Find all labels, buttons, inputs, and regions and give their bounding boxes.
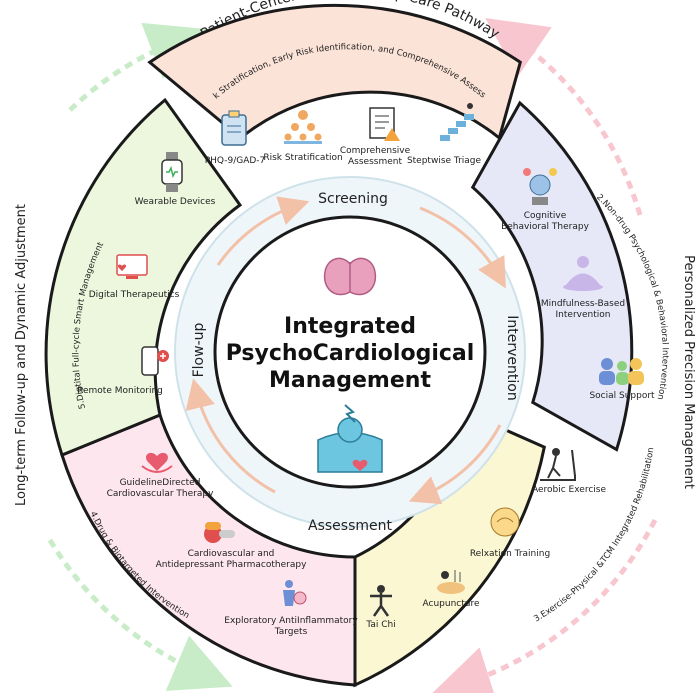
relaxation-head-icon [490,507,520,537]
item-intervention: Intervention [556,310,611,320]
item-cv-and: Cardiovascular and [188,549,275,559]
step-assessment: Assessment [308,518,392,534]
item-exploratory-antiinflammatory: Exploratory AntiInflammatory [224,616,358,626]
item-tai-chi: Tai Chi [365,620,395,630]
item-digital-therapeutics: Digital Therapeutics [89,290,180,300]
item-acupuncture: Acupuncture [423,599,480,609]
brain-gears-icon [523,168,557,205]
center-title-line-2: PsychoCardiological [226,341,475,366]
item-social-support: Social Support [589,391,655,401]
sector-5-digital-management [44,97,243,458]
item-antidepressant-pharmacotherapy: Antidepressant Pharmacotherapy [156,560,308,570]
people-icon [599,358,644,385]
item-remote-monitoring: Remote Monitoring [77,386,163,396]
monitor-icon [116,254,148,279]
pills-icon [204,522,235,543]
sector-1-risk-stratification [147,3,523,141]
item-cognitive: Cognitive [524,211,567,221]
center-title-line-3: Management [269,368,431,393]
checklist-warning-icon [369,107,400,141]
smartwatch-icon [161,152,183,192]
center-disc [213,215,487,489]
sector-2-non-drug-intervention [470,100,634,452]
item-aerobic-exercise: Aerobic Exercise [532,485,606,495]
item-comprehensive: Comprehensive [340,146,411,156]
item-steptwise-triage: Steptwise Triage [407,156,482,166]
item-wearable-devices: Wearable Devices [135,197,216,207]
treadmill-icon [540,448,576,481]
item-risk-stratification: Risk Stratification [263,153,342,163]
step-screening: Screening [318,191,388,207]
tai-chi-icon [370,585,392,617]
item-relaxation-training: Relxation Training [470,549,550,559]
clipboard-icon [221,110,247,146]
item-phq9-gad7: PHQ-9/GAD-7 [205,156,266,166]
inflammation-icon [283,580,307,606]
sector-4-drug-intervention [60,413,357,687]
outer-label-right: Personalized Precision Management [681,255,696,489]
step-intervention: Intervention [504,315,520,400]
outer-loop-arrows [47,17,658,693]
acupuncture-icon [437,570,465,594]
heart-hands-icon [141,452,173,473]
step-follow-up: Flow-up [191,323,207,378]
stressed-person-icon [317,404,383,473]
center-title-line-1: Integrated [284,314,416,339]
brain-heart-icon [323,257,377,296]
item-cardiovascular-therapy: Cardiovascular Therapy [107,489,214,499]
item-behavioral-therapy: Behavioral Therapy [501,222,590,232]
item-assessment: Assessment [348,157,402,167]
stairs-icon [440,103,474,141]
outer-label-left: Long-term Follow-up and Dynamic Adjustme… [14,204,29,506]
item-mindfulness: Mindfulness-Based [541,299,625,309]
hierarchy-icon [284,110,322,144]
item-guideline-directed: GuidelineDirected [120,478,201,488]
cycle-arrows [185,196,506,505]
phone-icon [141,346,169,376]
meditation-icon [563,256,603,291]
item-targets: Targets [274,627,308,637]
